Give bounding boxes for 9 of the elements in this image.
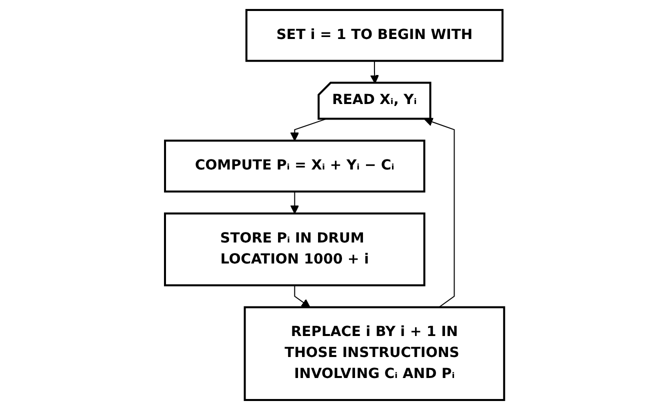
arrow [424,118,455,308]
node-box: COMPUTE Pᵢ = Xᵢ + Yᵢ − Cᵢ [164,140,426,193]
arrow [290,118,326,142]
arrow [370,60,379,84]
arrow [290,191,299,214]
arrow [294,284,310,308]
node-box: REPLACE i BY i + 1 IN THOSE INSTRUCTIONS INVOLVING Cᵢ AND Pᵢ [244,306,506,401]
node-box: SET i = 1 TO BEGIN WITH [245,8,504,62]
node-box: STORE Pᵢ IN DRUM LOCATION 1000 + i [164,212,426,286]
